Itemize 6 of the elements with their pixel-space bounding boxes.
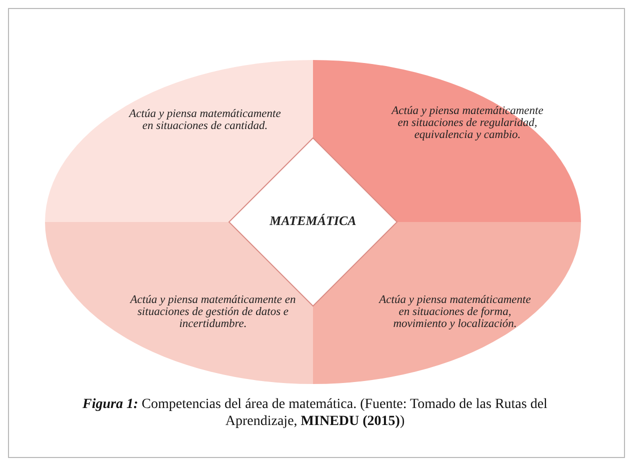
competency-text: Actúa y piensa matemáticamente en situaciones de forma, movimiento y localización. xyxy=(378,294,532,330)
competency-text: Actúa y piensa matemáticamente en situaciones de regularidad, equivalencia y cambio. xyxy=(390,105,544,141)
competency-text: Actúa y piensa matemáticamente en situaciones de cantidad. xyxy=(128,108,282,132)
competency-text: Actúa y piensa matemáticamente en situaciones de gestión de datos e incertidumbre. xyxy=(128,294,297,330)
center-label: MATEMÁTICA xyxy=(268,215,358,227)
figure-caption: Figura 1: Competencias del área de matemática. (Fuente: Tomado de las Rutas del Aprendizaje, MINEDU (2015)) xyxy=(82,396,548,430)
